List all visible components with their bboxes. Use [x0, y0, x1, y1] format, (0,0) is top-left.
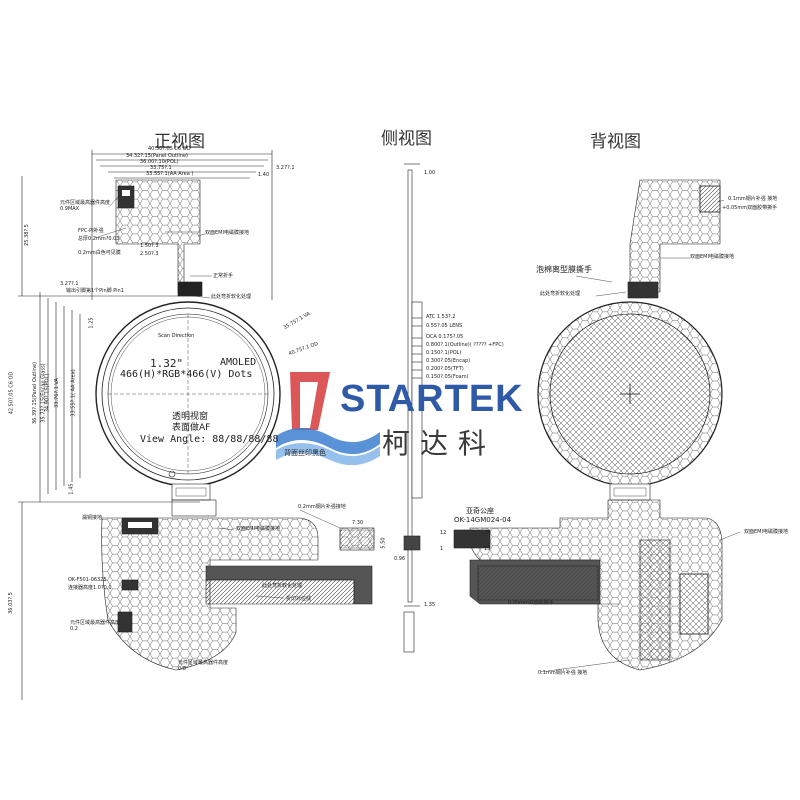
note-pin1: 输出引脚第1个Pin脚 Pin1: [66, 288, 124, 294]
front-dim-va: 33.75?.1: [150, 165, 172, 171]
front-dim-small-2: 1.25: [88, 317, 95, 329]
side-view: [403, 163, 423, 653]
side-layer-oca: OCA 0.175?.05: [426, 334, 464, 340]
front-view: [18, 150, 375, 700]
back-foam-note: 泡棉离型膜撕手: [536, 265, 592, 274]
front-dim-right-top2: 1.40: [258, 172, 270, 178]
back-emi-note: 双面EMI电磁膜接地: [690, 254, 734, 260]
side-layer-lens: 0.55?.05 LENS: [426, 323, 463, 329]
panel-surface-af: 表面做AF: [172, 423, 211, 433]
back-steel-note-2: 0.1mm钢片补强 接地: [538, 670, 588, 676]
note-pi-thickness: 总厚0.2mm?0.03: [78, 236, 120, 242]
front-dim-small-1: 3.27?.1: [60, 281, 79, 287]
note-copper-ground: 漏铜接地: [82, 515, 103, 521]
note-bend-soft: 此处弯折软化处理: [211, 294, 252, 300]
note-double-emi: 双面EMI电磁膜接地: [205, 230, 249, 236]
note-white-cover: 0.2mm白色可见膜: [78, 250, 121, 256]
front-dim-pol: 36.00?.10(POL): [140, 159, 179, 165]
note-component-height: 元件区域最高器件高度0.9MAX: [60, 200, 111, 212]
front-dim-left-bottom: 36.03?.5: [7, 592, 14, 614]
side-layer-atc: ATC 1.53?.2: [426, 314, 456, 320]
startek-chinese-text: 柯达科: [382, 427, 497, 460]
back-tape-note-2: 0.05mm双面胶撕手: [508, 600, 554, 606]
front-dim-aa: 33.55?.1(AA Area ): [146, 171, 194, 177]
front-dim-left-aa: 33.55?.1( AA Area): [70, 369, 77, 417]
side-pin-13: 13: [484, 546, 491, 552]
note-double-emi-2: 双面EMI电磁膜接地: [236, 526, 280, 532]
side-layer-tft: 0.200?.05(TFT): [426, 366, 464, 372]
note-align-mark: 折印对位线: [286, 596, 312, 602]
panel-size: 1.32": [150, 357, 184, 370]
front-dim-right-top: 3.27?.1: [276, 165, 295, 171]
front-dim-left-pol: 34.90?.15(POL): [44, 373, 51, 413]
dim-2507: 2.50?.3: [140, 251, 159, 257]
note-comp-height-2: 元件区域最高器件高度0.2: [70, 620, 121, 632]
panel-type: AMOLED: [220, 357, 257, 368]
side-connector-note: 亚奇公座: [466, 507, 494, 515]
front-dim-left-outline: 36.39?.15(Panel Outline): [32, 362, 38, 424]
side-layer-encap: 0.300?.05(Encap): [426, 358, 471, 364]
dim-550: 5.50: [380, 537, 387, 549]
back-view: [453, 179, 723, 671]
note-stiffener-02: 0.2mm钢片补强接地: [298, 504, 346, 510]
side-pin-24: 24: [484, 530, 491, 536]
note-connector-height: 连接器高度1.0?0.1: [68, 585, 112, 591]
side-layer-pol: 0.150?.1(POL): [426, 350, 462, 356]
side-layer-outline: 0.800?.1(Outline)( ????? +FPC): [426, 342, 504, 348]
note-connector-model: OK-F501-06325: [68, 577, 107, 583]
note-comp-height-3: 元件区域最高器件高度0.8: [178, 660, 229, 672]
note-positive-bend: 正常折手: [213, 273, 234, 279]
note-bend-soft-2: 此处弯折软化处理: [262, 583, 303, 589]
back-steel-note: 0.1mm钢片补强 接地: [728, 196, 778, 202]
note-scan-direction: Scan Direction: [158, 333, 195, 339]
panel-view-angle: View Angle: 88/88/88/88: [140, 434, 279, 445]
side-layer-foam: 0.150?.05(Foam): [426, 374, 469, 380]
side-connector-model: OK-14GM024-04: [454, 516, 512, 524]
dim-730: 7.30: [352, 520, 364, 526]
front-dim-od: 40.30?.05 C6 OD: [148, 146, 191, 152]
front-dim-panel-outline: 34.32?.15(Panel Outline): [126, 153, 188, 159]
back-side-emi: 双面EMI电磁膜接地: [744, 529, 788, 535]
startek-brand-text: STARTEK: [340, 378, 524, 420]
side-pin-12: 12: [440, 530, 447, 536]
side-bottom-dim: 1.35: [424, 602, 436, 608]
side-pin-1: 1: [440, 546, 444, 552]
startek-logo-mark: [276, 372, 380, 466]
front-dim-small-3: 1.45: [68, 483, 75, 495]
panel-transparent-window: 透明视窗: [172, 412, 209, 422]
back-tape-note: +0.05mm双面胶带撕手: [722, 205, 778, 211]
front-dim-left-25: 25.38?.5: [23, 224, 30, 246]
back-view-title: 背视图: [590, 132, 641, 152]
note-silkscreen-black: 背面丝印黑色: [284, 449, 326, 457]
note-fpc-stiffener: FPC-PI补强: [78, 228, 104, 234]
dim-1507: 1.50?.3: [140, 243, 159, 249]
panel-resolution: 466(H)*RGB*466(V) Dots: [120, 369, 253, 380]
back-soft-note: 此处弯折软化处理: [540, 291, 581, 297]
startek-watermark: STARTEK 柯达科: [280, 370, 540, 460]
side-dim-left: 0.96: [394, 556, 406, 562]
side-view-title: 侧视图: [381, 129, 432, 149]
side-top-dim: 1.00: [424, 170, 436, 176]
front-dim-left-od: 42.50?.05 C6 OD: [8, 371, 15, 415]
front-dim-left-va: 33.76?.1 VA: [53, 378, 60, 408]
front-view-title: 正视图: [154, 132, 205, 152]
